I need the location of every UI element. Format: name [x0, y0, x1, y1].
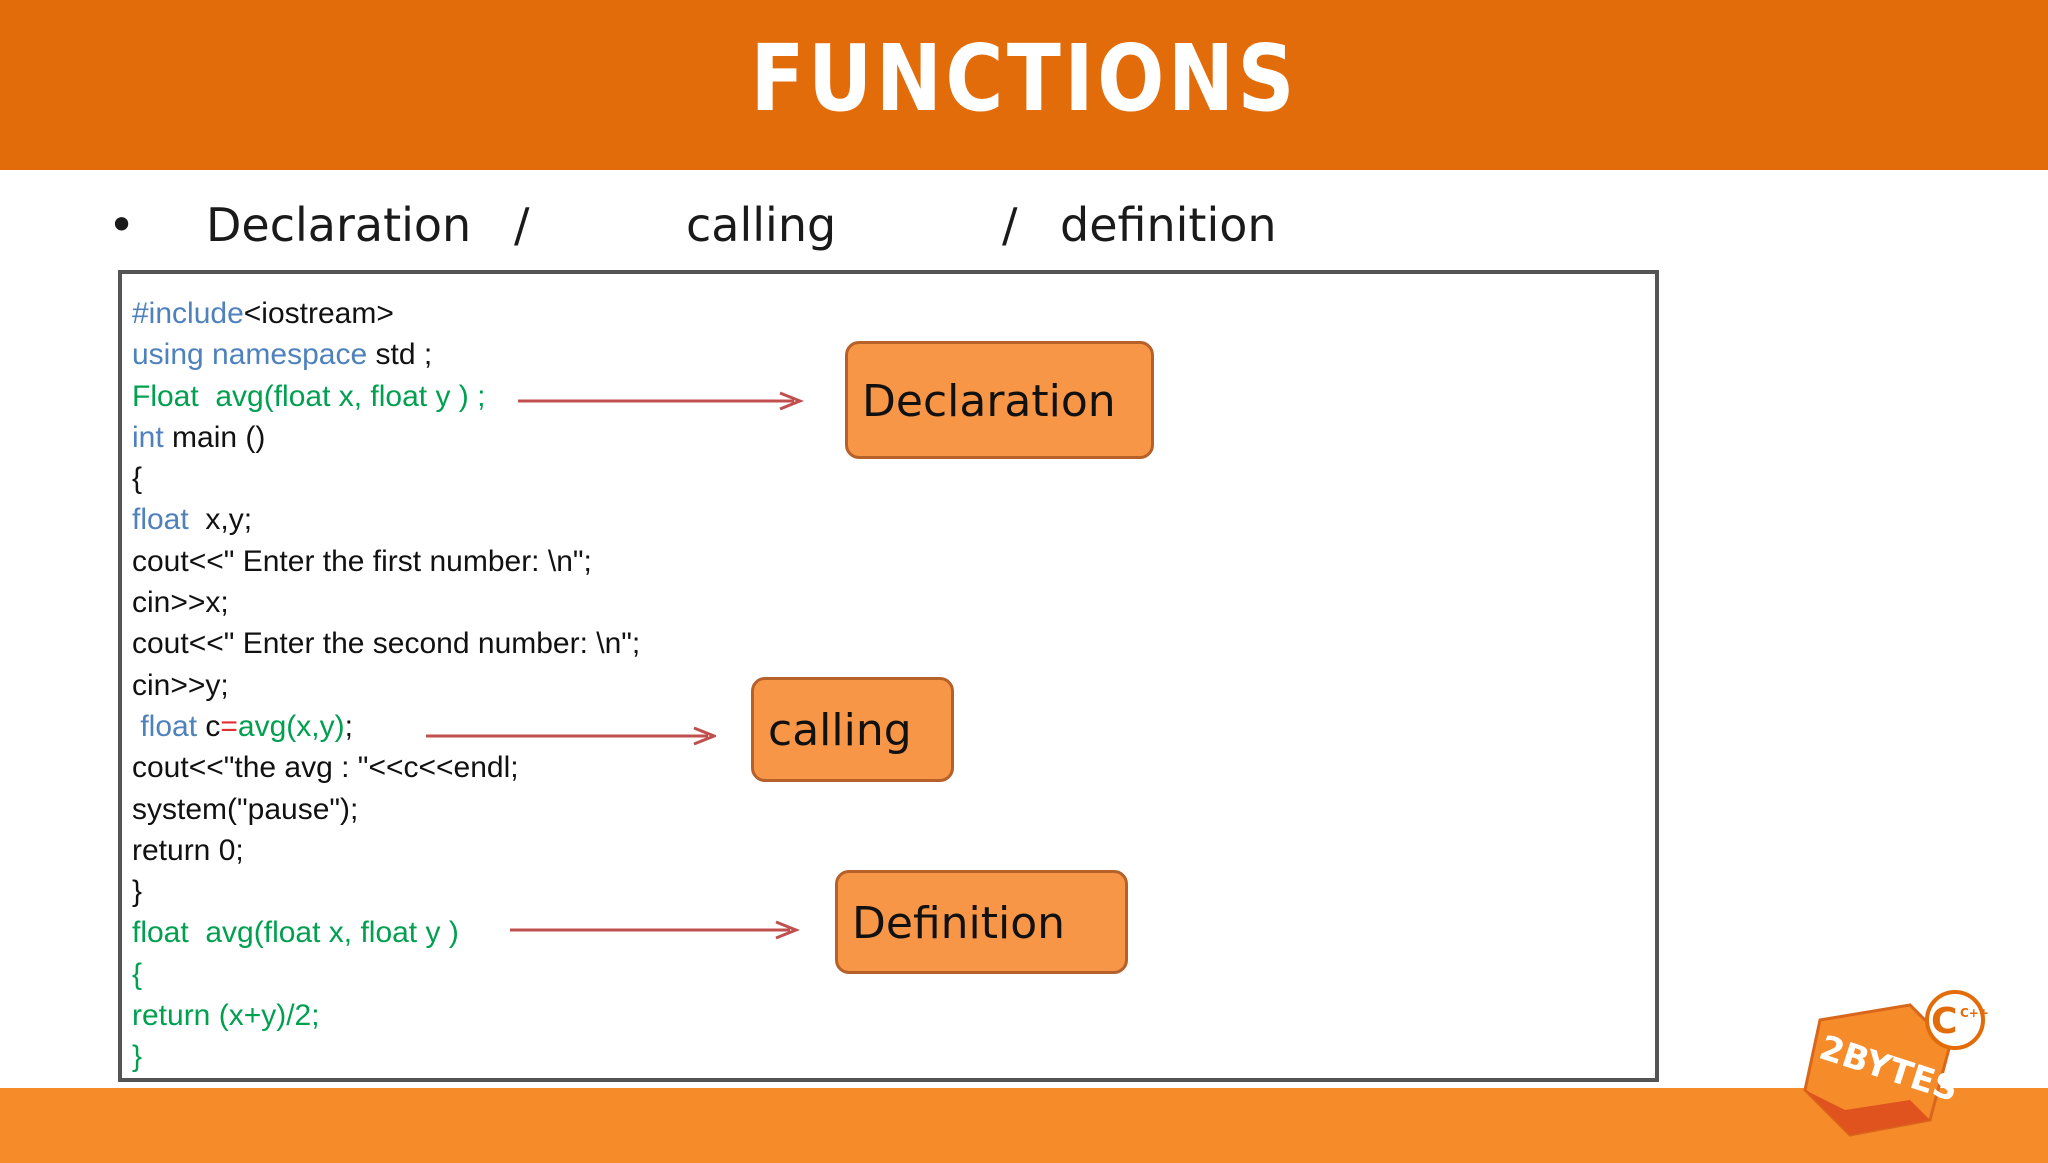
- code-token: main (): [163, 420, 266, 454]
- code-line: using namespace std ;: [132, 334, 640, 375]
- code-token: x,y;: [188, 503, 253, 537]
- code-token: int: [132, 420, 164, 454]
- calling-callout-label: calling: [768, 705, 912, 756]
- code-line: cout<<" Enter the first number: \n";: [132, 541, 640, 582]
- code-listing: #include<iostream>using namespace std ;F…: [132, 293, 640, 1078]
- code-line: return (x+y)/2;: [132, 995, 640, 1036]
- code-token: system("pause");: [132, 792, 359, 826]
- brand-logo: 2BYTES C C++: [1790, 985, 1990, 1145]
- subtitle-definition: definition: [1060, 198, 1277, 252]
- code-line: int main (): [132, 417, 640, 458]
- arrow-to-declaration-icon: [518, 391, 808, 411]
- code-token: }: [132, 875, 143, 909]
- subtitle-separator: /: [514, 198, 530, 252]
- code-line: cin>>x;: [132, 582, 640, 623]
- logo-badge: C++: [1960, 1006, 1989, 1020]
- code-token: {: [132, 462, 143, 496]
- code-token: return 0;: [132, 833, 244, 867]
- slide-title: FUNCTIONS: [750, 24, 1298, 132]
- code-line: }: [132, 1036, 640, 1077]
- bullet-point: •: [108, 198, 136, 252]
- declaration-callout-label: Declaration: [862, 375, 1116, 427]
- code-line: float x,y;: [132, 499, 640, 540]
- code-line: system("pause");: [132, 789, 640, 830]
- bottom-band: [0, 1088, 2048, 1163]
- code-token: return (x+y)/2;: [132, 999, 320, 1033]
- code-token: float: [132, 709, 198, 743]
- subtitle-declaration: Declaration: [206, 198, 472, 252]
- subtitle-row: • Declaration / calling / definition: [0, 198, 2048, 270]
- code-token: float: [132, 503, 189, 537]
- code-token: #include: [132, 297, 244, 330]
- code-token: using namespace: [132, 338, 368, 372]
- code-token: avg(x,y): [237, 709, 345, 743]
- code-line: float avg(float x, float y ): [132, 912, 640, 953]
- code-line: cout<<"the avg : "<<c<<endl;: [132, 747, 640, 788]
- code-token: Float avg(float x, float y ) ;: [132, 379, 486, 413]
- code-line: float c=avg(x,y);: [132, 706, 640, 747]
- code-line: Float avg(float x, float y ) ;: [132, 376, 640, 417]
- code-token: <iostream>: [243, 297, 394, 330]
- code-line: cout<<" Enter the second number: \n";: [132, 623, 640, 664]
- arrow-to-definition-icon: [510, 920, 800, 940]
- title-banner: FUNCTIONS: [0, 0, 2048, 170]
- code-token: cout<<" Enter the first number: \n";: [132, 544, 592, 578]
- code-token: cin>>y;: [132, 668, 229, 702]
- calling-callout: calling: [751, 677, 954, 782]
- code-line: #include<iostream>: [132, 293, 640, 334]
- declaration-callout: Declaration: [845, 341, 1154, 459]
- svg-text:C: C: [1931, 1001, 1957, 1042]
- code-line: return 0;: [132, 830, 640, 871]
- code-token: }: [132, 1040, 143, 1074]
- code-token: ;: [344, 709, 353, 743]
- code-line: {: [132, 458, 640, 499]
- code-line: cin>>y;: [132, 665, 640, 706]
- code-token: cout<<" Enter the second number: \n";: [132, 627, 641, 661]
- code-token: cout<<"the avg : "<<c<<endl;: [132, 751, 519, 785]
- code-line: {: [132, 954, 640, 995]
- subtitle-separator: /: [1002, 198, 1018, 252]
- arrow-to-calling-icon: [426, 726, 716, 746]
- subtitle-calling: calling: [686, 198, 837, 252]
- definition-callout: Definition: [835, 870, 1128, 974]
- code-token: cin>>x;: [132, 586, 229, 620]
- code-token: =: [220, 709, 238, 743]
- code-token: c: [197, 709, 221, 743]
- code-token: float avg(float x, float y ): [132, 916, 459, 950]
- definition-callout-label: Definition: [852, 897, 1066, 949]
- code-token: std ;: [367, 338, 433, 372]
- code-line: }: [132, 871, 640, 912]
- code-token: {: [132, 957, 143, 991]
